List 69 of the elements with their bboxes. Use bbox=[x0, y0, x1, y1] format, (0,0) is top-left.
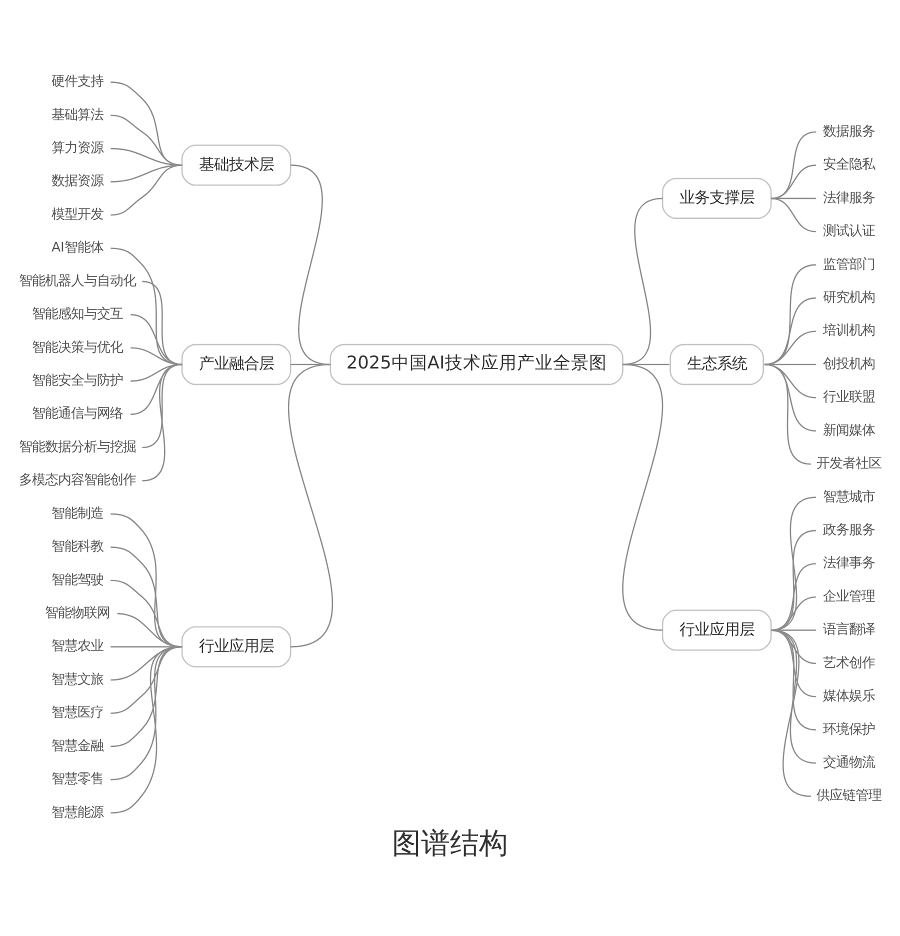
connector bbox=[771, 164, 816, 200]
node-text: 法律事务 bbox=[823, 556, 876, 572]
connector bbox=[764, 297, 816, 366]
node-text: 数据服务 bbox=[823, 124, 876, 140]
node-text: 智能数据分析与挖掘 bbox=[18, 440, 136, 455]
node-text: 硬件支持 bbox=[51, 74, 104, 90]
node-text: 企业管理 bbox=[823, 589, 876, 604]
connector bbox=[290, 164, 331, 366]
node-text: 艺术创作 bbox=[823, 656, 876, 671]
node-text: 创投机构 bbox=[823, 356, 876, 372]
node-text: 智能驾驶 bbox=[51, 572, 104, 588]
node-text: 智慧金融 bbox=[51, 738, 104, 754]
node-text: 模型开发 bbox=[51, 207, 104, 222]
node-text: 智能机器人与自动化 bbox=[18, 274, 136, 289]
node-text: 智能安全与防护 bbox=[32, 374, 123, 389]
node-text: 智能通信与网络 bbox=[32, 406, 123, 422]
connector bbox=[142, 364, 182, 482]
node-text: 数据资源 bbox=[51, 174, 104, 190]
node-text: 算力资源 bbox=[51, 141, 104, 156]
node-box: 业务支撑层 bbox=[662, 178, 772, 219]
node-text: 法律服务 bbox=[823, 190, 876, 206]
node-text: 智慧零售 bbox=[51, 772, 104, 788]
caption: 图谱结构 bbox=[392, 826, 508, 860]
node-text: 智慧城市 bbox=[823, 490, 876, 505]
connector bbox=[771, 198, 816, 232]
node-text: 供应链管理 bbox=[816, 788, 882, 804]
node-box: 产业融合层 bbox=[181, 344, 292, 386]
connector bbox=[770, 131, 816, 200]
node-box: 基础技术层 bbox=[181, 144, 292, 186]
connector bbox=[764, 364, 812, 465]
node-text: 测试认证 bbox=[823, 224, 876, 240]
node-text: 媒体娱乐 bbox=[823, 689, 876, 704]
node-text: 智能感知与交互 bbox=[32, 307, 123, 322]
node-text: 监管部门 bbox=[823, 257, 876, 272]
node-text: 智慧能源 bbox=[51, 805, 104, 820]
connector bbox=[764, 330, 816, 366]
node-text: 行业联盟 bbox=[823, 390, 876, 406]
node-text: 智慧文旅 bbox=[51, 672, 104, 688]
node-text: 智慧医疗 bbox=[51, 706, 104, 721]
node-box: 生态系统 bbox=[670, 344, 764, 386]
node-text: 智慧农业 bbox=[51, 639, 104, 654]
node-box: 2025中国AI技术应用产业全景图 bbox=[330, 344, 624, 386]
node-text: 基础算法 bbox=[51, 108, 104, 123]
node-text: 研究机构 bbox=[823, 290, 876, 306]
connector bbox=[130, 314, 182, 366]
connector bbox=[764, 264, 816, 366]
node-text: 政务服务 bbox=[823, 522, 876, 538]
connector bbox=[622, 364, 664, 631]
node-text: 智能制造 bbox=[51, 506, 104, 522]
node-text: 环境保护 bbox=[823, 722, 876, 738]
node-text: 交通物流 bbox=[823, 755, 876, 770]
node-text: AI智能体 bbox=[51, 240, 104, 256]
node-text: 智能物联网 bbox=[44, 606, 110, 622]
connector bbox=[110, 248, 182, 366]
node-text: 新闻媒体 bbox=[823, 423, 876, 438]
connector bbox=[288, 364, 333, 648]
connector bbox=[110, 646, 182, 814]
node-text: 多模态内容智能创作 bbox=[18, 473, 136, 488]
node-box: 行业应用层 bbox=[662, 610, 772, 651]
connector bbox=[110, 164, 182, 216]
node-text: 开发者社区 bbox=[816, 456, 882, 472]
node-text: 智能科教 bbox=[51, 540, 104, 555]
connector bbox=[622, 198, 663, 366]
node-text: 培训机构 bbox=[823, 324, 876, 339]
node-box: 行业应用层 bbox=[181, 626, 292, 668]
node-text: 安全隐私 bbox=[823, 158, 876, 173]
connector bbox=[771, 198, 816, 200]
node-text: 语言翻译 bbox=[823, 622, 876, 638]
node-text: 智能决策与优化 bbox=[32, 340, 123, 356]
